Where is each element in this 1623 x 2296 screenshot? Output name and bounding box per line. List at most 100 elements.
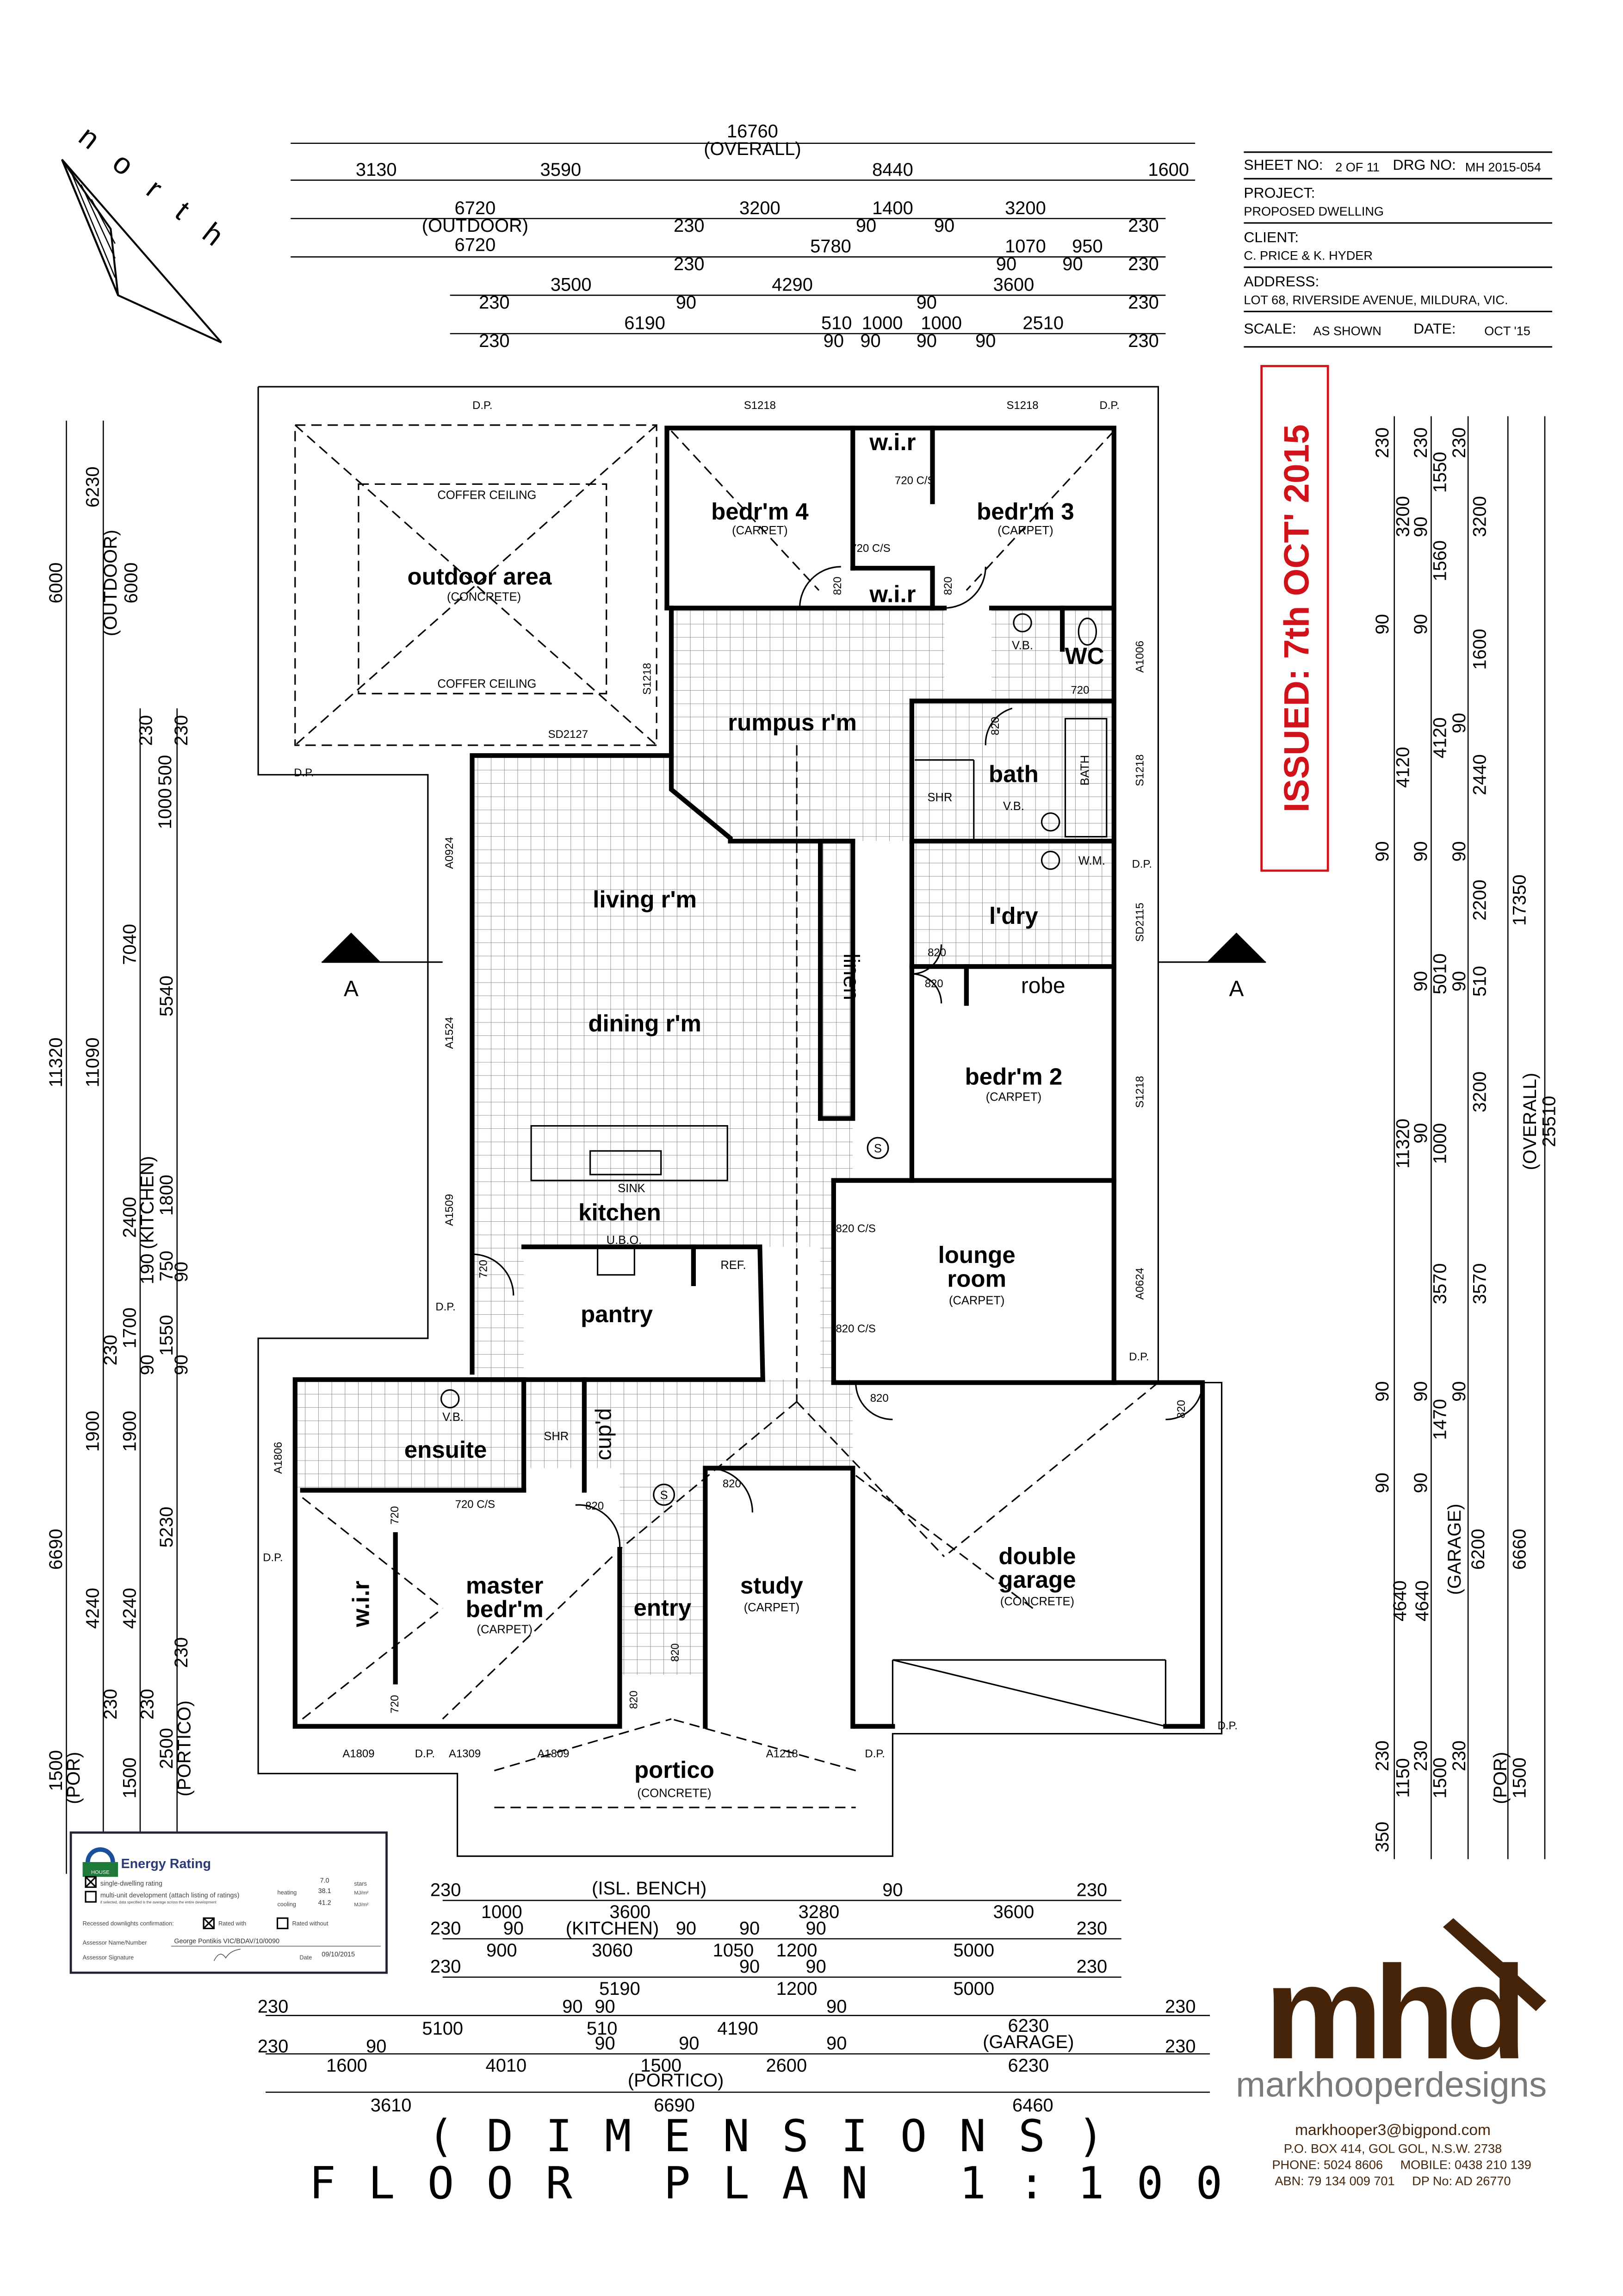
dimension-bottom: 90 [805,1918,826,1938]
dimension-right: 6200 [1468,1529,1488,1570]
room-label: bedr'm [466,1596,544,1622]
dimension-top: 510 [821,313,852,334]
assessor-label: Assessor Name/Number [83,1939,148,1946]
dimension-top: 3200 [739,198,781,218]
dimension-top: 16760 [727,121,778,142]
room-label: U.B.O. [607,1234,642,1247]
window-door-label: 820 [585,1500,604,1512]
dimension-right: 3570 [1430,1263,1450,1305]
dimension-top: 90 [676,292,696,313]
dimension-right: 90 [1411,1123,1431,1143]
window-door-label: S1218 [744,399,776,412]
room-label: (CARPET) [997,524,1053,537]
room-label: V.B. [1003,800,1024,813]
dimension-left: 1800 [156,1175,177,1216]
dimension-right: 1560 [1430,540,1450,582]
dimension-right: 4640 [1412,1580,1432,1621]
window-door-label: 820 [928,947,946,959]
window-door-label: D.P. [435,1300,455,1313]
dimension-bottom: 90 [676,1918,696,1938]
window-door-label: S1218 [1134,755,1146,786]
dimension-top: 230 [1128,292,1159,313]
dimension-right: 2440 [1469,754,1490,795]
room-label: (CARPET) [732,524,787,537]
room-label: COFFER CEILING [437,678,536,691]
energy-title: Energy Rating [121,1857,211,1871]
window-door-label: 720 C/S [895,474,935,487]
dimension-right: 90 [1449,713,1469,733]
dimension-top: 1400 [872,198,913,218]
dimension-left: 6230 [83,466,103,507]
dimension-right: 4120 [1430,718,1450,759]
room-label: room [947,1265,1006,1292]
dimension-left: 6000 [121,563,142,604]
dimension-right: 1470 [1430,1399,1450,1440]
room-label: W.M. [1078,854,1105,867]
logo-email: markhooper3@bigpond.com [1295,2122,1491,2139]
dimension-left: 190 [137,1254,158,1285]
dimension-top: 3500 [551,275,592,295]
dimension-left: 1900 [119,1411,140,1452]
energy-logo-text: HOUSE [91,1870,110,1875]
window-door-label: 820 C/S [836,1323,875,1335]
dimension-left: 7040 [119,924,140,965]
dimension-bottom: (GARAGE) [983,2032,1074,2052]
logo-wordmark: markhooperdesigns [1236,2065,1547,2104]
heating-label: heating [278,1889,297,1896]
client-label: CLIENT: [1244,229,1299,245]
walls [292,426,1205,1729]
window-door-label: 820 [942,577,954,595]
dimension-right: 1500 [1430,1758,1450,1799]
dimension-top: 230 [674,216,705,236]
dimension-bottom: 230 [1165,1996,1196,2017]
address-label: ADDRESS: [1244,273,1319,290]
dimension-right: 90 [1411,614,1431,634]
downlights-label: Recessed downlights confirmation: [83,1920,174,1927]
date-value: OCT '15 [1484,323,1530,338]
dimension-right: 6660 [1510,1529,1530,1570]
dimension-top: 1000 [862,313,903,334]
window-door-label: 820 [723,1478,741,1490]
dimension-top: 3130 [356,160,397,180]
dimension-top: 90 [917,331,937,351]
room-label: SHR [928,791,953,804]
room-label: WC [1065,643,1104,669]
dimension-top: 90 [1062,254,1083,274]
room-label: garage [998,1566,1076,1593]
cooling-unit: MJ/m² [354,1902,368,1908]
dimension-bottom: 2600 [766,2055,807,2076]
dimension-right: 230 [1449,1740,1469,1771]
dimension-top: 230 [1128,216,1159,236]
scale-value: AS SHOWN [1313,323,1381,338]
room-label: bedr'm 4 [711,498,809,525]
room-label: entry [634,1594,692,1621]
dimension-bottom: 3280 [799,1902,840,1922]
dimension-top: 4290 [772,275,813,295]
dimension-left: 11320 [46,1038,66,1088]
dimension-bottom: 90 [562,1996,582,2017]
dimension-bottom: 1050 [713,1940,754,1961]
dimension-left: (POR) [63,1752,84,1804]
room-label: l'dry [989,903,1038,929]
sheet-value: 2 OF 11 [1335,160,1380,174]
room-label: portico [634,1757,714,1783]
project-value: PROPOSED DWELLING [1244,204,1384,218]
dimension-right: 90 [1372,841,1393,861]
room-label: bedr'm 3 [977,498,1074,525]
window-door-label: S1218 [1006,399,1038,412]
dimension-bottom: 510 [587,2018,618,2039]
window-door-label: A1309 [449,1748,481,1760]
window-door-label: D.P. [1132,858,1152,871]
window-door-label: D.P. [1129,1351,1149,1363]
dimension-bottom: 90 [739,1918,760,1938]
dimension-right: 2200 [1469,879,1490,921]
dimension-left: 90 [171,1262,192,1282]
window-door-label: 820 C/S [836,1222,875,1235]
dimension-left: 230 [100,1335,121,1366]
energy-rating-panel: HOUSE Energy Rating single-dwelling rati… [69,1831,388,1974]
dimension-right: 90 [1411,517,1431,537]
dimension-bottom: 5000 [953,1940,994,1961]
dimension-bottom: 230 [1077,1956,1108,1977]
room-label: cup'd [591,1408,616,1461]
